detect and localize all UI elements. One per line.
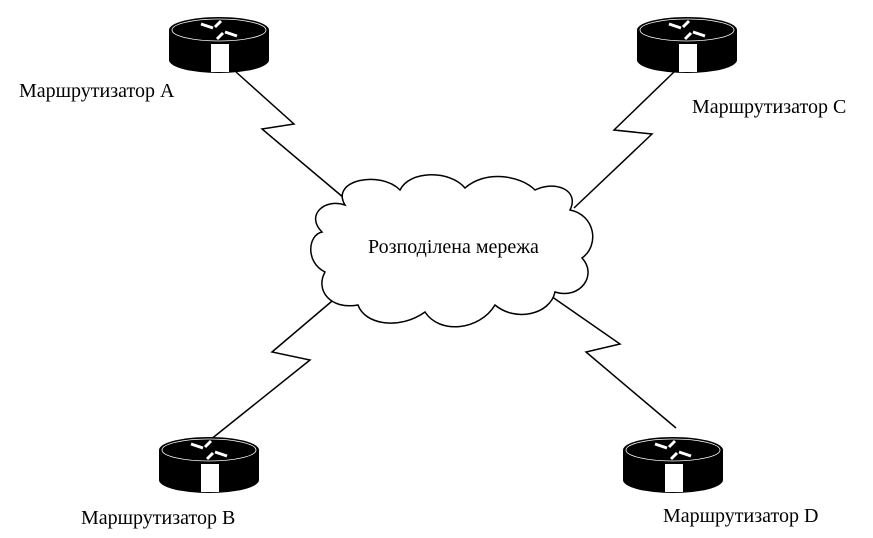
router-d-label: Маршрутизатор D xyxy=(663,505,819,527)
router-b-label: Маршрутизатор B xyxy=(81,507,236,529)
router-d-icon xyxy=(621,435,725,495)
cloud-shape xyxy=(310,174,594,328)
links xyxy=(209,71,677,441)
cloud-label: Розподілена мережа xyxy=(368,236,539,258)
router-c-label: Маршрутизатор C xyxy=(692,96,847,118)
link-a xyxy=(235,71,345,199)
link-d xyxy=(547,293,677,429)
router-a-label: Маршрутизатор A xyxy=(19,80,175,102)
router-a-icon xyxy=(167,15,271,75)
link-c xyxy=(573,71,675,209)
link-b xyxy=(209,295,339,441)
router-c-icon xyxy=(635,15,739,75)
router-b-icon xyxy=(157,435,261,495)
